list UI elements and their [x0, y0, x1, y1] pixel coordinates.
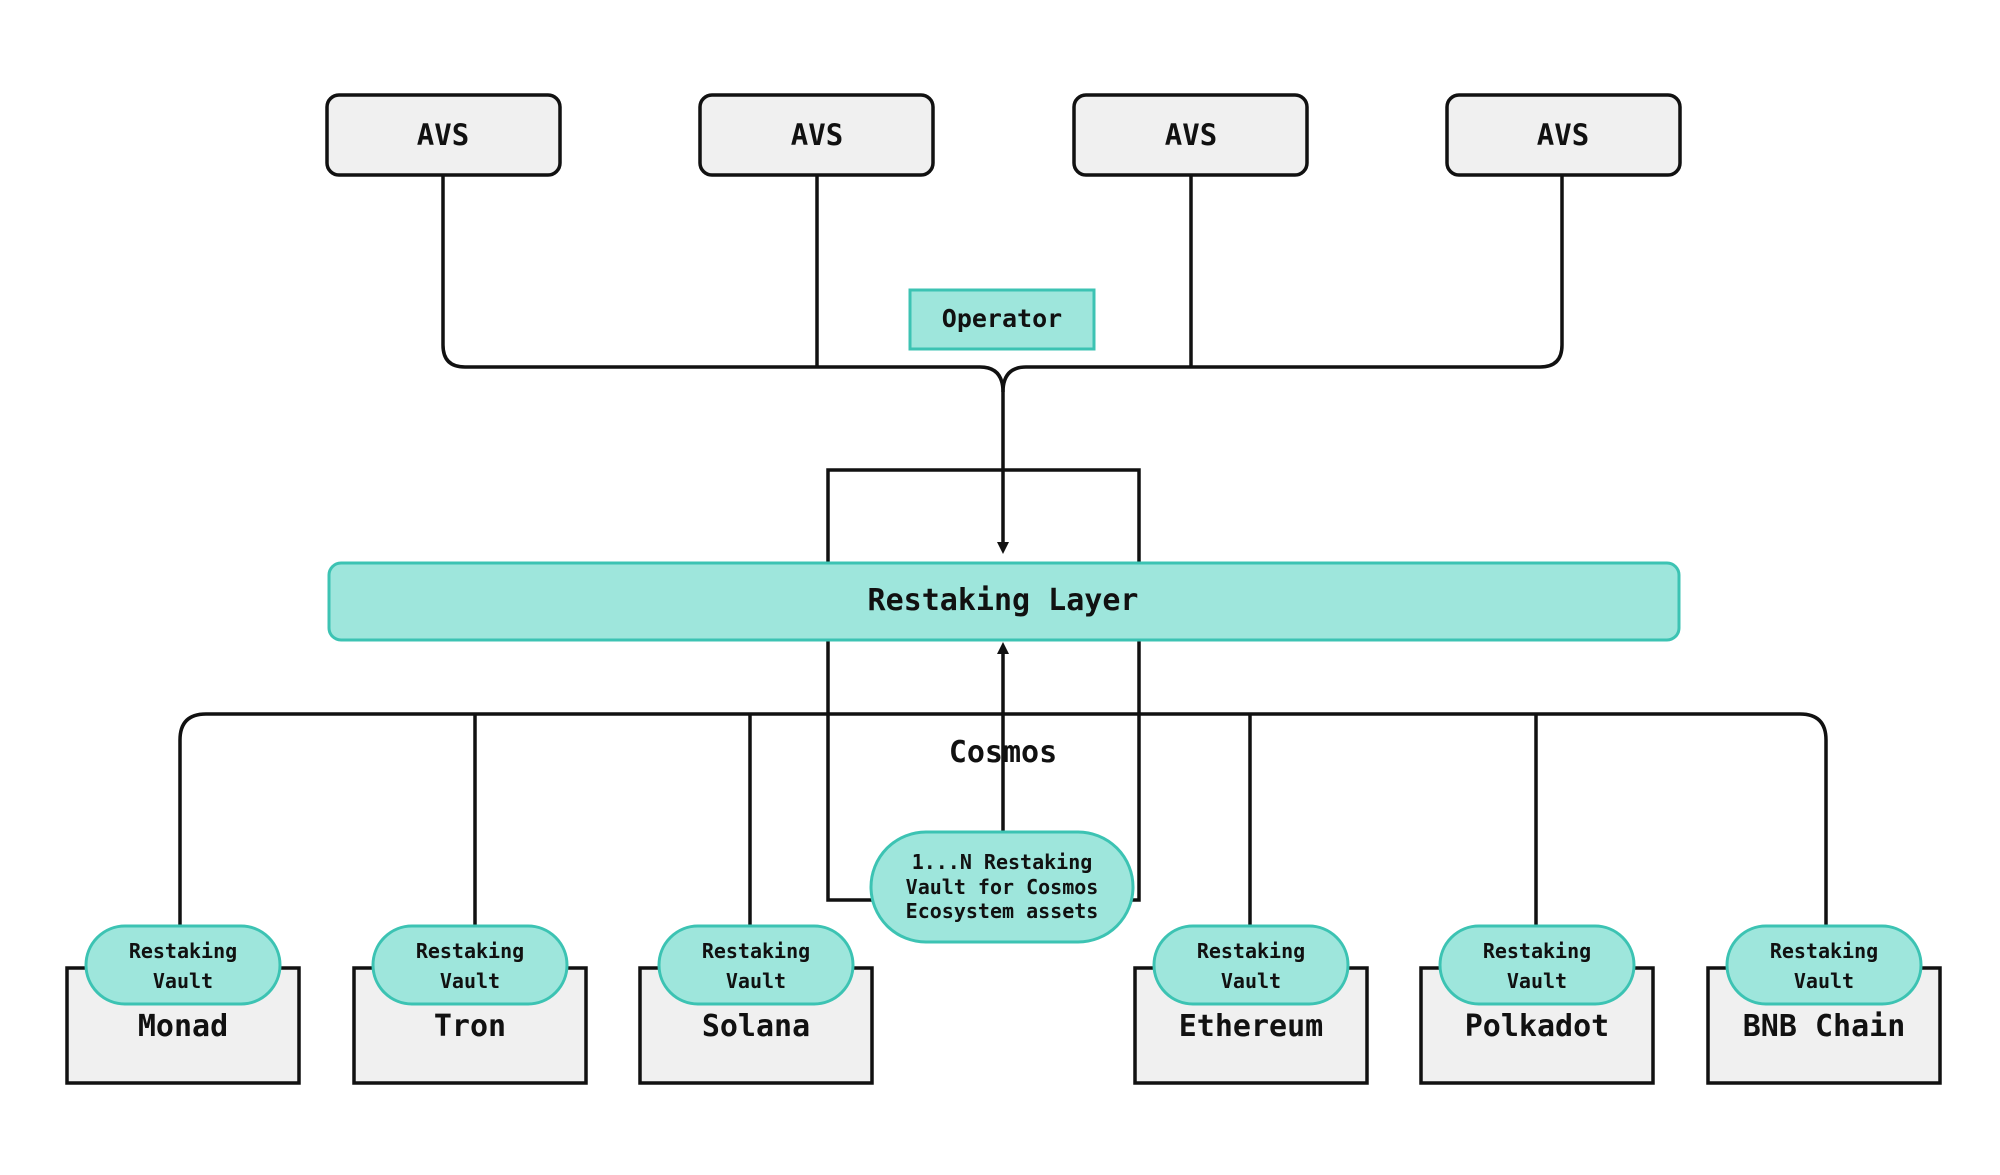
vault-pill-tron: Restaking Vault	[371, 924, 569, 1006]
avs-box-1: AVS	[325, 93, 562, 177]
cosmos-vault: 1...N Restaking Vault for Cosmos Ecosyst…	[869, 830, 1135, 944]
vault-pill-polkadot-line-1: Restaking	[1483, 939, 1591, 963]
vault-pill-bnb-chain-line-2: Vault	[1794, 969, 1854, 993]
restaking-layer: Restaking Layer	[327, 561, 1681, 642]
operator-box: Operator	[908, 288, 1096, 351]
chain-label-polkadot: Polkadot	[1465, 1009, 1610, 1044]
chain-row: Monad Restaking Vault Tron Restaking Vau…	[65, 924, 1942, 1085]
vault-pill-monad: Restaking Vault	[84, 924, 282, 1006]
cosmos-label: Cosmos	[949, 735, 1057, 770]
avs-connectors	[441, 175, 1564, 554]
avs-box-2: AVS	[698, 93, 935, 177]
chain-label-ethereum: Ethereum	[1179, 1009, 1324, 1044]
cosmos-vault-line-2: Vault for Cosmos	[906, 875, 1099, 899]
vault-pill-solana-line-2: Vault	[726, 969, 786, 993]
vault-pill-ethereum-line-2: Vault	[1221, 969, 1281, 993]
restaking-layer-label: Restaking Layer	[868, 583, 1139, 618]
chain-label-monad: Monad	[138, 1009, 228, 1044]
avs-connector-1	[441, 175, 980, 369]
bus-merge-left	[979, 365, 1005, 393]
vault-pill-polkadot-line-2: Vault	[1507, 969, 1567, 993]
avs-row: AVS AVS AVS AVS	[325, 93, 1682, 177]
vault-pill-monad-line-1: Restaking	[129, 939, 237, 963]
vault-pill-solana-line-1: Restaking	[702, 939, 810, 963]
operator-label: Operator	[942, 304, 1062, 333]
avs-connector-4	[1026, 175, 1564, 369]
avs-label-2: AVS	[791, 118, 843, 152]
vault-pill-bnb-chain-line-1: Restaking	[1770, 939, 1878, 963]
vault-pill-tron-line-1: Restaking	[416, 939, 524, 963]
chain-label-solana: Solana	[702, 1009, 810, 1044]
avs-box-4: AVS	[1445, 93, 1682, 177]
vault-pill-monad-line-2: Vault	[153, 969, 213, 993]
vault-pill-ethereum: Restaking Vault	[1152, 924, 1350, 1006]
avs-box-3: AVS	[1072, 93, 1309, 177]
chain-label-tron: Tron	[434, 1009, 506, 1044]
avs-label-3: AVS	[1165, 118, 1217, 152]
vault-pill-bnb-chain: Restaking Vault	[1725, 924, 1923, 1006]
chain-connectors	[178, 642, 1828, 940]
avs-label-1: AVS	[417, 118, 469, 152]
vault-pill-tron-line-2: Vault	[440, 969, 500, 993]
cosmos-vault-line-3: Ecosystem assets	[906, 899, 1099, 923]
cosmos-vault-line-1: 1...N Restaking	[912, 850, 1093, 874]
chain-label-bnb-chain: BNB Chain	[1743, 1009, 1906, 1044]
vault-pill-ethereum-line-1: Restaking	[1197, 939, 1305, 963]
bus-merge-right	[1001, 365, 1027, 393]
vault-pill-polkadot: Restaking Vault	[1438, 924, 1636, 1006]
vault-pill-solana: Restaking Vault	[657, 924, 855, 1006]
avs-label-4: AVS	[1537, 118, 1589, 152]
